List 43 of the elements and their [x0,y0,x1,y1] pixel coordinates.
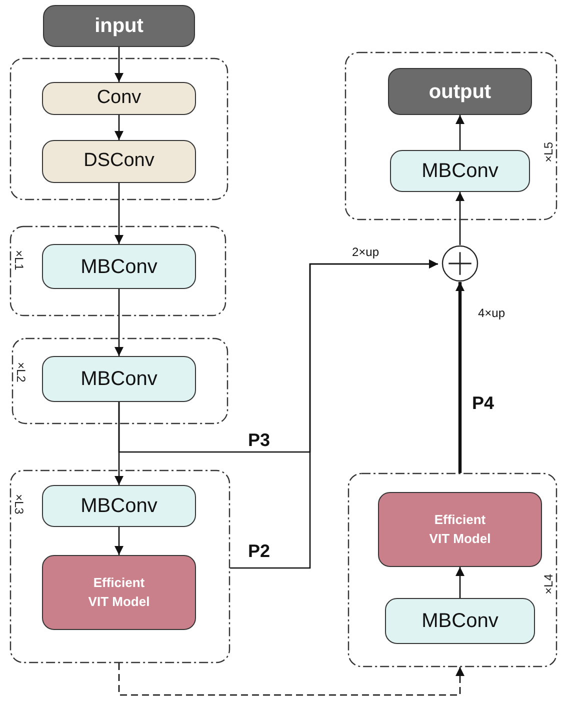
box-label: MBConv [422,160,498,182]
arrow [114,115,124,140]
layer-box [385,598,535,644]
arrow [456,282,464,473]
arrow [456,567,464,598]
repeat-label: ×L1 [12,250,26,270]
arrow [114,183,124,244]
scale-label: 2×up [352,245,380,259]
repeat-label: ×L5 [541,142,555,162]
box-label: DSConv [84,151,154,172]
arrow [456,192,464,245]
layer-box [42,82,196,115]
box-label: MBConv [80,495,158,517]
box-label: Conv [96,88,142,109]
layer-box [390,150,530,192]
edge-label: P2 [248,541,270,562]
terminal-box [388,68,532,115]
edge-label: P4 [472,393,494,414]
box-label: MBConv [80,368,158,390]
box-label: output [428,80,492,102]
layer-box [42,485,196,527]
layer-box [42,356,196,402]
layer-box [42,244,196,289]
edge-label: P3 [248,430,270,451]
arrow [114,527,124,555]
box-label: MBConv [422,610,498,632]
repeat-label: ×L2 [14,362,28,382]
model-box [378,492,542,567]
box-label: input [94,15,144,37]
arrow [230,260,438,569]
repeat-label: ×L3 [12,494,26,514]
terminal-box [43,5,195,47]
layer-box [42,140,196,183]
scale-label: 4×up [478,306,506,320]
dashed-arrow [118,663,464,696]
box-label: Efficient VIT Model [87,574,151,610]
model-box [42,555,196,630]
arrow [114,47,124,82]
arrow [456,115,464,150]
arrow [114,289,124,356]
box-label: MBConv [80,256,158,278]
repeat-label: ×L4 [541,574,555,595]
box-label: Efficient VIT Model [428,510,492,548]
